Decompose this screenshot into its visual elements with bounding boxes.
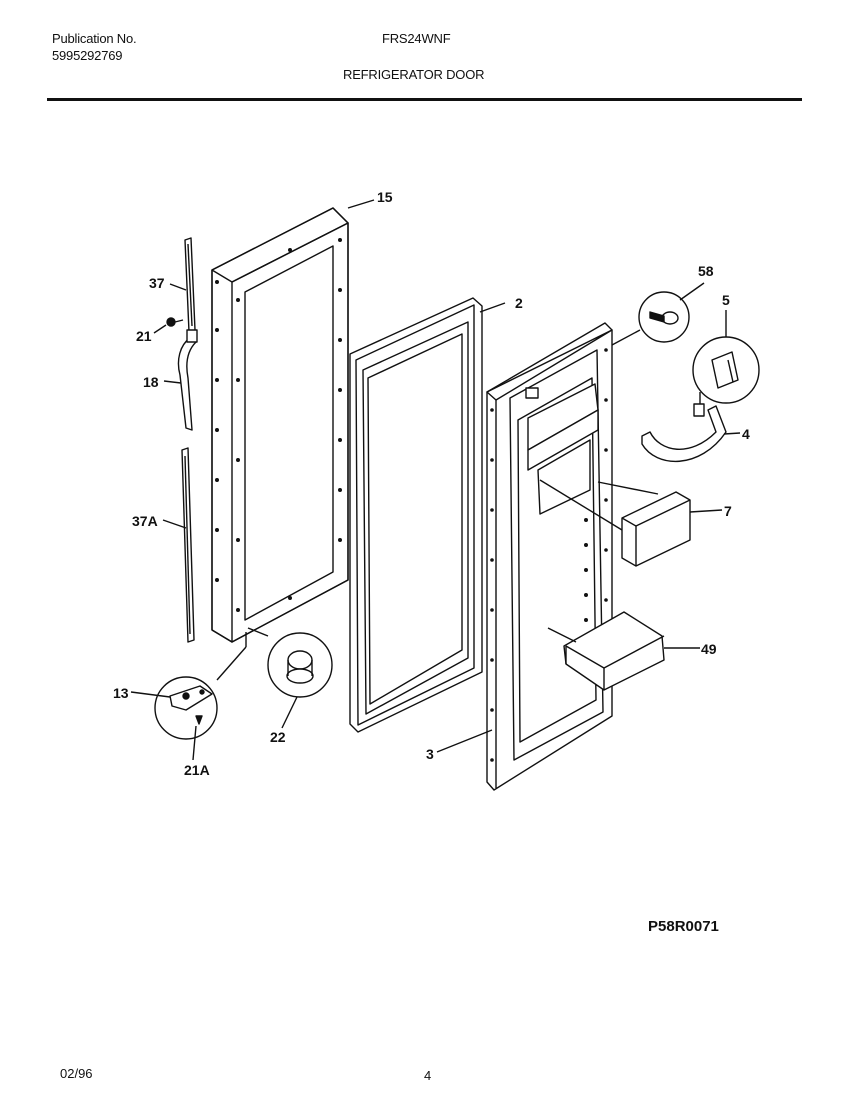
page-number: 4	[424, 1068, 432, 1083]
door-bin[interactable]	[547, 611, 665, 691]
door-liner[interactable]	[486, 322, 613, 791]
retainer-clip[interactable]	[692, 336, 760, 408]
callout-22: 22	[270, 729, 286, 745]
door-handle[interactable]	[177, 329, 198, 431]
callout-37: 37	[149, 275, 165, 291]
footer-date: 02/96	[60, 1066, 93, 1081]
callout-2: 2	[515, 295, 523, 311]
handle-trim-lower[interactable]	[181, 447, 195, 643]
callout-58: 58	[698, 263, 714, 279]
callout-5: 5	[722, 292, 730, 308]
door-gasket[interactable]	[349, 297, 483, 733]
screw-handle[interactable]	[166, 317, 184, 327]
callout-18: 18	[143, 374, 159, 390]
publication-number: 5995292769	[52, 48, 123, 63]
screw-detail[interactable]	[611, 291, 690, 346]
model-number: FRS24WNF	[382, 31, 451, 46]
shelf-rail[interactable]	[641, 403, 727, 463]
callout-3: 3	[426, 746, 434, 762]
callout-21: 21	[136, 328, 152, 344]
hinge-bracket[interactable]	[154, 632, 247, 740]
callout-13: 13	[113, 685, 129, 701]
door-outer-panel[interactable]	[211, 207, 349, 643]
callout-37a: 37A	[132, 513, 158, 529]
screw-hinge[interactable]	[195, 715, 203, 725]
dairy-compartment-cover[interactable]	[539, 479, 691, 567]
section-title: REFRIGERATOR DOOR	[343, 67, 485, 82]
header-rule	[47, 98, 802, 101]
callout-7: 7	[724, 503, 732, 519]
door-stop-bushing[interactable]	[247, 627, 333, 698]
drawing-reference-code: P58R0071	[648, 918, 719, 935]
handle-trim-upper[interactable]	[184, 237, 196, 333]
callout-49: 49	[701, 641, 717, 657]
publication-label: Publication No.	[52, 31, 137, 46]
callout-21a: 21A	[184, 762, 210, 778]
callout-15: 15	[377, 189, 393, 205]
callout-4: 4	[742, 426, 750, 442]
